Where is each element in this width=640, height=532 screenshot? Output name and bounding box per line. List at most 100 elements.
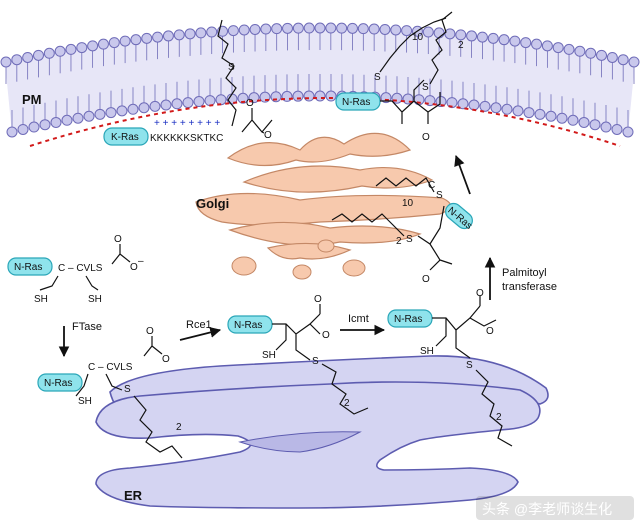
lipid-head	[83, 110, 95, 122]
golgi-vesicle-3	[342, 259, 366, 277]
lipid-head	[17, 123, 29, 135]
lipid-head	[271, 23, 283, 35]
lipid-head	[292, 90, 304, 102]
n-ras-pm-n2: 2	[458, 40, 464, 51]
lipid-head	[171, 98, 183, 110]
k-ras-s: S	[228, 62, 235, 73]
lipid-head	[563, 43, 575, 55]
n-ras-pm-anchor: N-Ras S S O 10 2	[335, 11, 464, 143]
n-ras-cyto-o: O	[114, 234, 122, 245]
golgi-label: Golgi	[196, 196, 229, 211]
lipid-head	[391, 92, 403, 104]
n-ras-pm-n10: 10	[412, 32, 424, 43]
k-ras-ester	[241, 108, 273, 134]
n-ras-cyto-label: N-Ras	[14, 262, 42, 273]
arrow-rce1	[179, 327, 222, 341]
lipid-head	[94, 108, 106, 120]
lipid-head	[552, 42, 564, 54]
lipid-head	[390, 24, 402, 36]
lipid-head	[433, 27, 445, 39]
n-ras-er2-o: O	[314, 294, 322, 305]
lipid-head	[282, 22, 294, 34]
n-ras-golgi-o: O	[422, 274, 430, 285]
golgi-cisterna-2	[242, 165, 434, 193]
lipid-head	[292, 22, 304, 34]
n-ras-er2-bonds	[272, 304, 321, 361]
lipid-head	[567, 114, 579, 126]
n-ras-pm-palmitoyl	[379, 17, 447, 73]
lipid-head	[545, 110, 557, 122]
n-ras-pm-label: N-Ras	[342, 97, 370, 108]
lipid-head	[628, 56, 640, 68]
lipid-head	[520, 37, 532, 49]
lipid-head	[466, 30, 478, 42]
lipid-head	[490, 102, 502, 114]
lipid-head	[578, 116, 590, 128]
n-ras-er3-farnesyl	[475, 369, 513, 447]
k-ras-farnesyl	[217, 19, 237, 127]
lipid-head	[108, 37, 120, 49]
n-ras-er3-s: S	[466, 360, 473, 371]
k-ras-label: K-Ras	[111, 132, 139, 143]
pm-lipid-heads-outer	[0, 22, 640, 84]
n-ras-cyto-ominus: O	[130, 262, 138, 273]
lipid-head	[127, 103, 139, 115]
lipid-head	[119, 35, 131, 47]
lipid-head	[368, 23, 380, 35]
er-label: ER	[124, 488, 143, 503]
lipid-head	[314, 90, 326, 102]
lipid-head	[531, 38, 543, 50]
n-ras-er3-bonds	[432, 296, 497, 359]
lipid-head	[138, 102, 150, 114]
n-ras-pm-farnesyl	[429, 11, 453, 85]
icmt-label: Icmt	[348, 313, 369, 325]
n-ras-er1-ominus: O	[162, 354, 170, 365]
n-ras-golgi-farnesyl	[331, 213, 405, 237]
lipid-head	[193, 96, 205, 108]
lipid-head	[54, 45, 66, 57]
golgi-apparatus: Golgi	[195, 132, 452, 280]
lipid-head	[130, 34, 142, 46]
n-ras-er1-bonds	[75, 336, 163, 397]
n-ras-pm-s2: S	[422, 82, 429, 93]
n-ras-er2-farnesyl	[321, 363, 369, 415]
n-ras-cytosolic: N-Ras C – CVLS SH SH O O –	[7, 234, 144, 305]
lipid-head	[498, 34, 510, 46]
lipid-head	[260, 23, 272, 35]
n-ras-golgi-palmitoyl	[375, 177, 435, 193]
lipid-head	[468, 99, 480, 111]
golgi-vesicle-4	[317, 239, 335, 253]
ftase-label: FTase	[72, 321, 102, 333]
lipid-head	[152, 31, 164, 43]
n-ras-golgi-n10: 10	[402, 198, 414, 209]
lipid-head	[149, 100, 161, 112]
n-ras-er1-n2: 2	[176, 422, 182, 433]
lipid-head	[184, 28, 196, 40]
lipid-head	[379, 23, 391, 35]
arrow-golgi-to-pm	[454, 154, 471, 195]
lipid-head	[523, 107, 535, 119]
lipid-head	[556, 112, 568, 124]
lipid-head	[325, 22, 337, 34]
lipid-head	[43, 47, 55, 59]
n-ras-er1-badge	[37, 373, 83, 392]
lipid-head	[72, 112, 84, 124]
lipid-head	[0, 56, 12, 68]
lipid-head	[65, 43, 77, 55]
n-ras-er-cleaved: N-Ras O O SH S 2	[227, 294, 369, 415]
n-ras-cyto-sh1: SH	[34, 294, 48, 305]
lipid-head	[39, 119, 51, 131]
lipid-head	[303, 90, 315, 102]
lipid-head	[541, 40, 553, 52]
n-ras-golgi-s2: S	[406, 234, 413, 245]
rce1-label: Rce1	[186, 319, 212, 331]
n-ras-er1-cvls: C – CVLS	[88, 362, 133, 373]
lipid-head	[204, 95, 216, 107]
lipid-head	[589, 119, 601, 131]
plasma-membrane: PM	[0, 22, 640, 147]
n-ras-pm-backbone	[380, 79, 441, 124]
lipid-head	[476, 31, 488, 43]
lipid-head	[401, 25, 413, 37]
pm-charge-line	[29, 97, 621, 147]
